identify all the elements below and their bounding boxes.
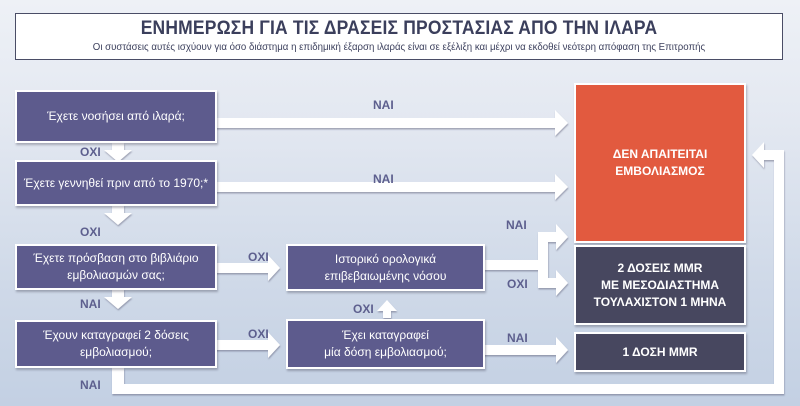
page-subtitle: Οι συστάσεις αυτές ισχύουν για όσο διάστ… <box>92 41 706 53</box>
label-q5-no: ΟΧΙ <box>507 277 528 291</box>
question-serology-history: Ιστορικό ορολογικά επιβεβαιωμένης νόσου <box>286 244 485 291</box>
arrow-q3-yes <box>104 289 132 309</box>
label-q4-no: ΟΧΙ <box>248 327 269 341</box>
header-panel: ΕΝΗΜΕΡΩΣΗ ΓΙΑ ΤΙΣ ΔΡΑΣΕΙΣ ΠΡΟΣΤΑΣΙΑΣ ΑΠΟ… <box>15 13 783 60</box>
question-text-line1: Έχετε πρόσβαση στο βιβλιάριο <box>33 251 199 265</box>
outcome-no-vaccination: ΔΕΝ ΑΠΑΙΤΕΙΤΑΙ ΕΜΒΟΛΙΑΣΜΟΣ <box>574 83 746 243</box>
question-had-measles: Έχετε νοσήσει από ιλαρά; <box>15 90 217 143</box>
question-text-line2: μία δόση εμβολιασμού; <box>324 345 447 359</box>
arrow-q3-no <box>215 255 280 281</box>
outcome-text: 1 ΔΟΣΗ MMR <box>622 344 698 359</box>
question-text: Έχετε νοσήσει από ιλαρά; <box>47 109 185 123</box>
question-born-before-1970: Έχετε γεννηθεί πριν από το 1970;* <box>15 160 217 206</box>
question-one-dose-recorded: Έχει καταγραφεί μία δόση εμβολιασμού; <box>286 319 485 369</box>
arrow-q1-yes <box>215 110 568 136</box>
question-vaccination-booklet: Έχετε πρόσβαση στο βιβλιάριο εμβολιασμών… <box>15 244 217 290</box>
question-text-line2: εμβολιασμού; <box>79 345 153 359</box>
label-q3-no: ΟΧΙ <box>248 250 269 264</box>
page-title: ΕΝΗΜΕΡΩΣΗ ΓΙΑ ΤΙΣ ΔΡΑΣΕΙΣ ΠΡΟΣΤΑΣΙΑΣ ΑΠΟ… <box>140 18 658 39</box>
arrow-q6-no <box>377 300 397 318</box>
label-q3-yes: ΝΑΙ <box>80 297 101 311</box>
outcome-two-doses-mmr: 2 ΔΟΣΕΙΣ MMR ΜΕ ΜΕΣΟΔΙΑΣΤΗΜΑ ΤΟΥΛΑΧΙΣΤΟΝ… <box>574 245 746 325</box>
label-q6-no: ΟΧΙ <box>353 302 374 316</box>
arrow-q2-yes <box>215 174 568 200</box>
question-two-doses-recorded: Έχουν καταγραφεί 2 δόσεις εμβολιασμού; <box>15 320 217 368</box>
arrow-q2-no <box>104 205 132 225</box>
outcome-one-dose-mmr: 1 ΔΟΣΗ MMR <box>574 332 746 372</box>
outcome-text-line1: 2 ΔΟΣΕΙΣ MMR <box>617 260 703 275</box>
label-q6-yes: ΝΑΙ <box>507 331 528 345</box>
arrow-q5-split <box>483 224 568 296</box>
label-q1-yes: ΝΑΙ <box>373 98 394 112</box>
outcome-text-line1: ΔΕΝ ΑΠΑΙΤΕΙΤΑΙ <box>612 147 708 161</box>
label-q1-no: ΟΧΙ <box>80 145 101 159</box>
question-text-line1: Έχει καταγραφεί <box>342 328 429 342</box>
arrow-q4-no <box>215 332 280 358</box>
label-q2-no: ΟΧΙ <box>80 225 101 239</box>
question-text: Έχετε γεννηθεί πριν από το 1970;* <box>23 175 209 190</box>
question-text-line2: εμβολιασμών σας; <box>67 268 165 282</box>
arrow-q6-yes <box>483 337 568 363</box>
label-q5-yes: ΝΑΙ <box>506 218 527 232</box>
label-q4-yes: ΝΑΙ <box>80 378 101 392</box>
question-text-line1: Έχουν καταγραφεί 2 δόσεις <box>43 328 189 342</box>
arrow-q1-no <box>104 143 132 162</box>
outcome-text-line3: ΤΟΥΛΑΧΙΣΤΟΝ 1 ΜΗΝΑ <box>593 294 727 309</box>
question-text-line2: επιβεβαιωμένης νόσου <box>324 268 447 283</box>
outcome-text-line2: ΜΕ ΜΕΣΟΔΙΑΣΤΗΜΑ <box>600 277 720 292</box>
label-q2-yes: ΝΑΙ <box>373 172 394 186</box>
outcome-text-line2: ΕΜΒΟΛΙΑΣΜΟΣ <box>615 164 705 178</box>
question-text-line1: Ιστορικό ορολογικά <box>334 251 437 266</box>
